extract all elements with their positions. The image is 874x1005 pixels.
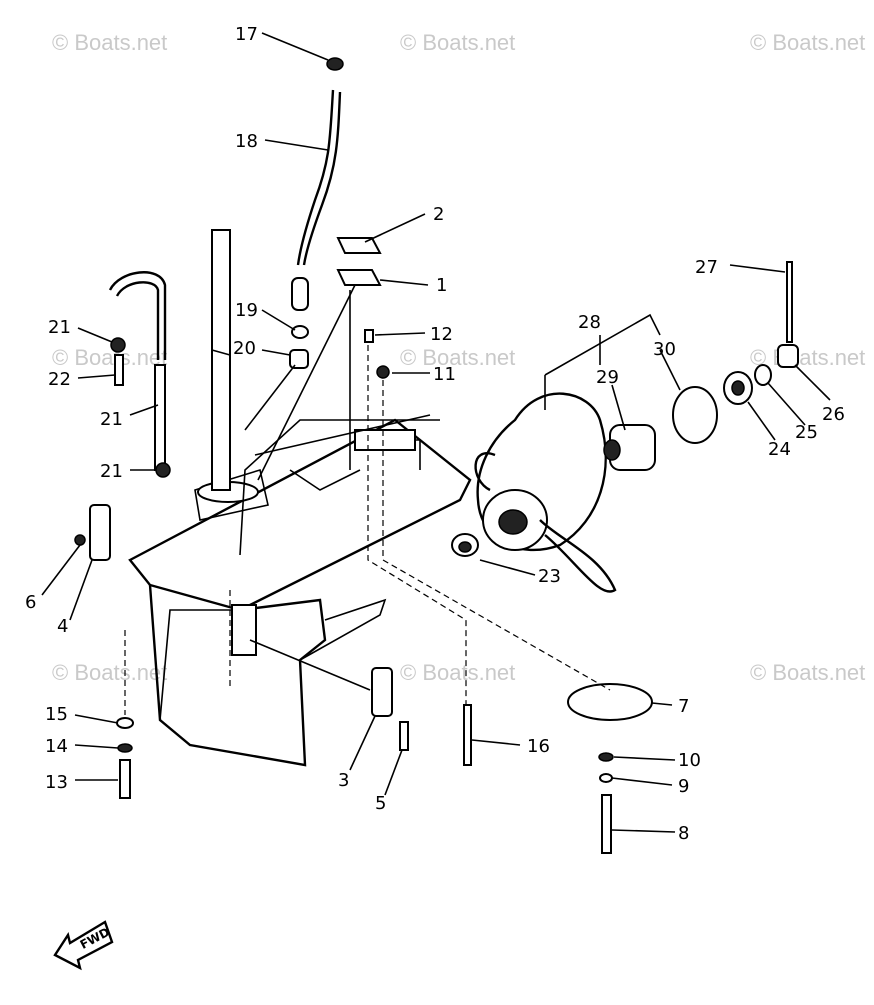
part-label-3: 3: [338, 770, 349, 791]
watermark: © Boats.net: [400, 345, 515, 370]
part-label-5: 5: [375, 793, 386, 814]
trim-tab-slot: [231, 604, 257, 656]
anode-1: [336, 269, 382, 286]
alignment-lines: [124, 345, 611, 715]
part-label-6: 6: [25, 592, 36, 613]
watermark: © Boats.net: [750, 345, 865, 370]
bolts-plates: [74, 504, 653, 854]
part-label-13: 13: [45, 772, 68, 793]
washer-10: [598, 752, 614, 762]
part-label-30: 29: [596, 367, 619, 388]
watermark: © Boats.net: [750, 660, 865, 685]
drive-shaft: [211, 229, 231, 491]
part-label-28: 27: [695, 257, 718, 278]
bolt-6: [74, 534, 86, 546]
propeller-assembly: [451, 392, 617, 593]
housing-top-block: [354, 429, 416, 451]
washer-14: [117, 743, 133, 753]
bolt-5: [399, 721, 409, 751]
watermark: © Boats.net: [52, 345, 167, 370]
grommet-17: [326, 57, 344, 71]
leader-lines: [41, 32, 831, 833]
part-label-21b: 21: [100, 461, 123, 482]
part-labels: 17 18 2 1 19 20 12 11 21 22 21 21 6 4 15…: [25, 24, 845, 844]
clip-21b: [155, 462, 171, 478]
part-label-4: 4: [57, 616, 68, 637]
part-label-29: 28: [578, 312, 601, 333]
part-label-25: 24: [768, 439, 791, 460]
part-label-15: 15: [45, 704, 68, 725]
fitting-23: [114, 354, 124, 386]
part-label-31: 30: [653, 339, 676, 360]
bolt-8: [601, 794, 612, 854]
pin-12: [364, 329, 374, 343]
forward-arrow: FWD: [53, 920, 114, 971]
watermark: © Boats.net: [52, 660, 167, 685]
hoses-fittings: [108, 57, 390, 478]
propeller-hardware: [603, 261, 799, 471]
ring: [672, 386, 718, 444]
part-label-19: 19: [235, 300, 258, 321]
watermark-layer: © Boats.net © Boats.net © Boats.net © Bo…: [52, 30, 865, 685]
part-label-7: 7: [678, 696, 689, 717]
washer-15: [116, 717, 134, 729]
grommet-11: [376, 365, 390, 379]
cotter-pin: [786, 261, 793, 343]
grommet-20: [289, 349, 309, 369]
part-label-12: 12: [430, 324, 453, 345]
part-label-16: 16: [527, 736, 550, 757]
anode-plate-7: [567, 683, 653, 721]
part-label-11: 11: [433, 364, 456, 385]
bolt-13: [119, 759, 131, 799]
washer-9: [599, 773, 613, 783]
washer-26: [754, 364, 772, 386]
watermark: © Boats.net: [52, 30, 167, 55]
part-label-24: 23: [538, 566, 561, 587]
hose-22: [154, 364, 166, 471]
part-label-27: 26: [822, 404, 845, 425]
part-label-14: 14: [45, 736, 68, 757]
part-label-8: 8: [678, 823, 689, 844]
collar-19a: [291, 277, 309, 311]
watermark: © Boats.net: [400, 30, 515, 55]
part-label-26: 25: [795, 422, 818, 443]
bolt-16: [463, 704, 472, 766]
part-label-2: 2: [433, 204, 444, 225]
part-label-1: 1: [436, 275, 447, 296]
part-label-22: 21: [100, 409, 123, 430]
part-label-10: 10: [678, 750, 701, 771]
part-label-9: 9: [678, 776, 689, 797]
anode-2: [336, 237, 382, 254]
part-label-18: 18: [235, 131, 258, 152]
part-label-17: 17: [235, 24, 258, 45]
watermark: © Boats.net: [750, 30, 865, 55]
prop-nut: [777, 344, 799, 368]
clip-21a: [110, 337, 126, 353]
plate-4: [89, 504, 111, 561]
part-label-20: 20: [233, 338, 256, 359]
part-label-23: 22: [48, 369, 71, 390]
grommet-19: [291, 325, 309, 339]
part-label-21a: 21: [48, 317, 71, 338]
anode-3: [371, 667, 393, 717]
watermark: © Boats.net: [400, 660, 515, 685]
